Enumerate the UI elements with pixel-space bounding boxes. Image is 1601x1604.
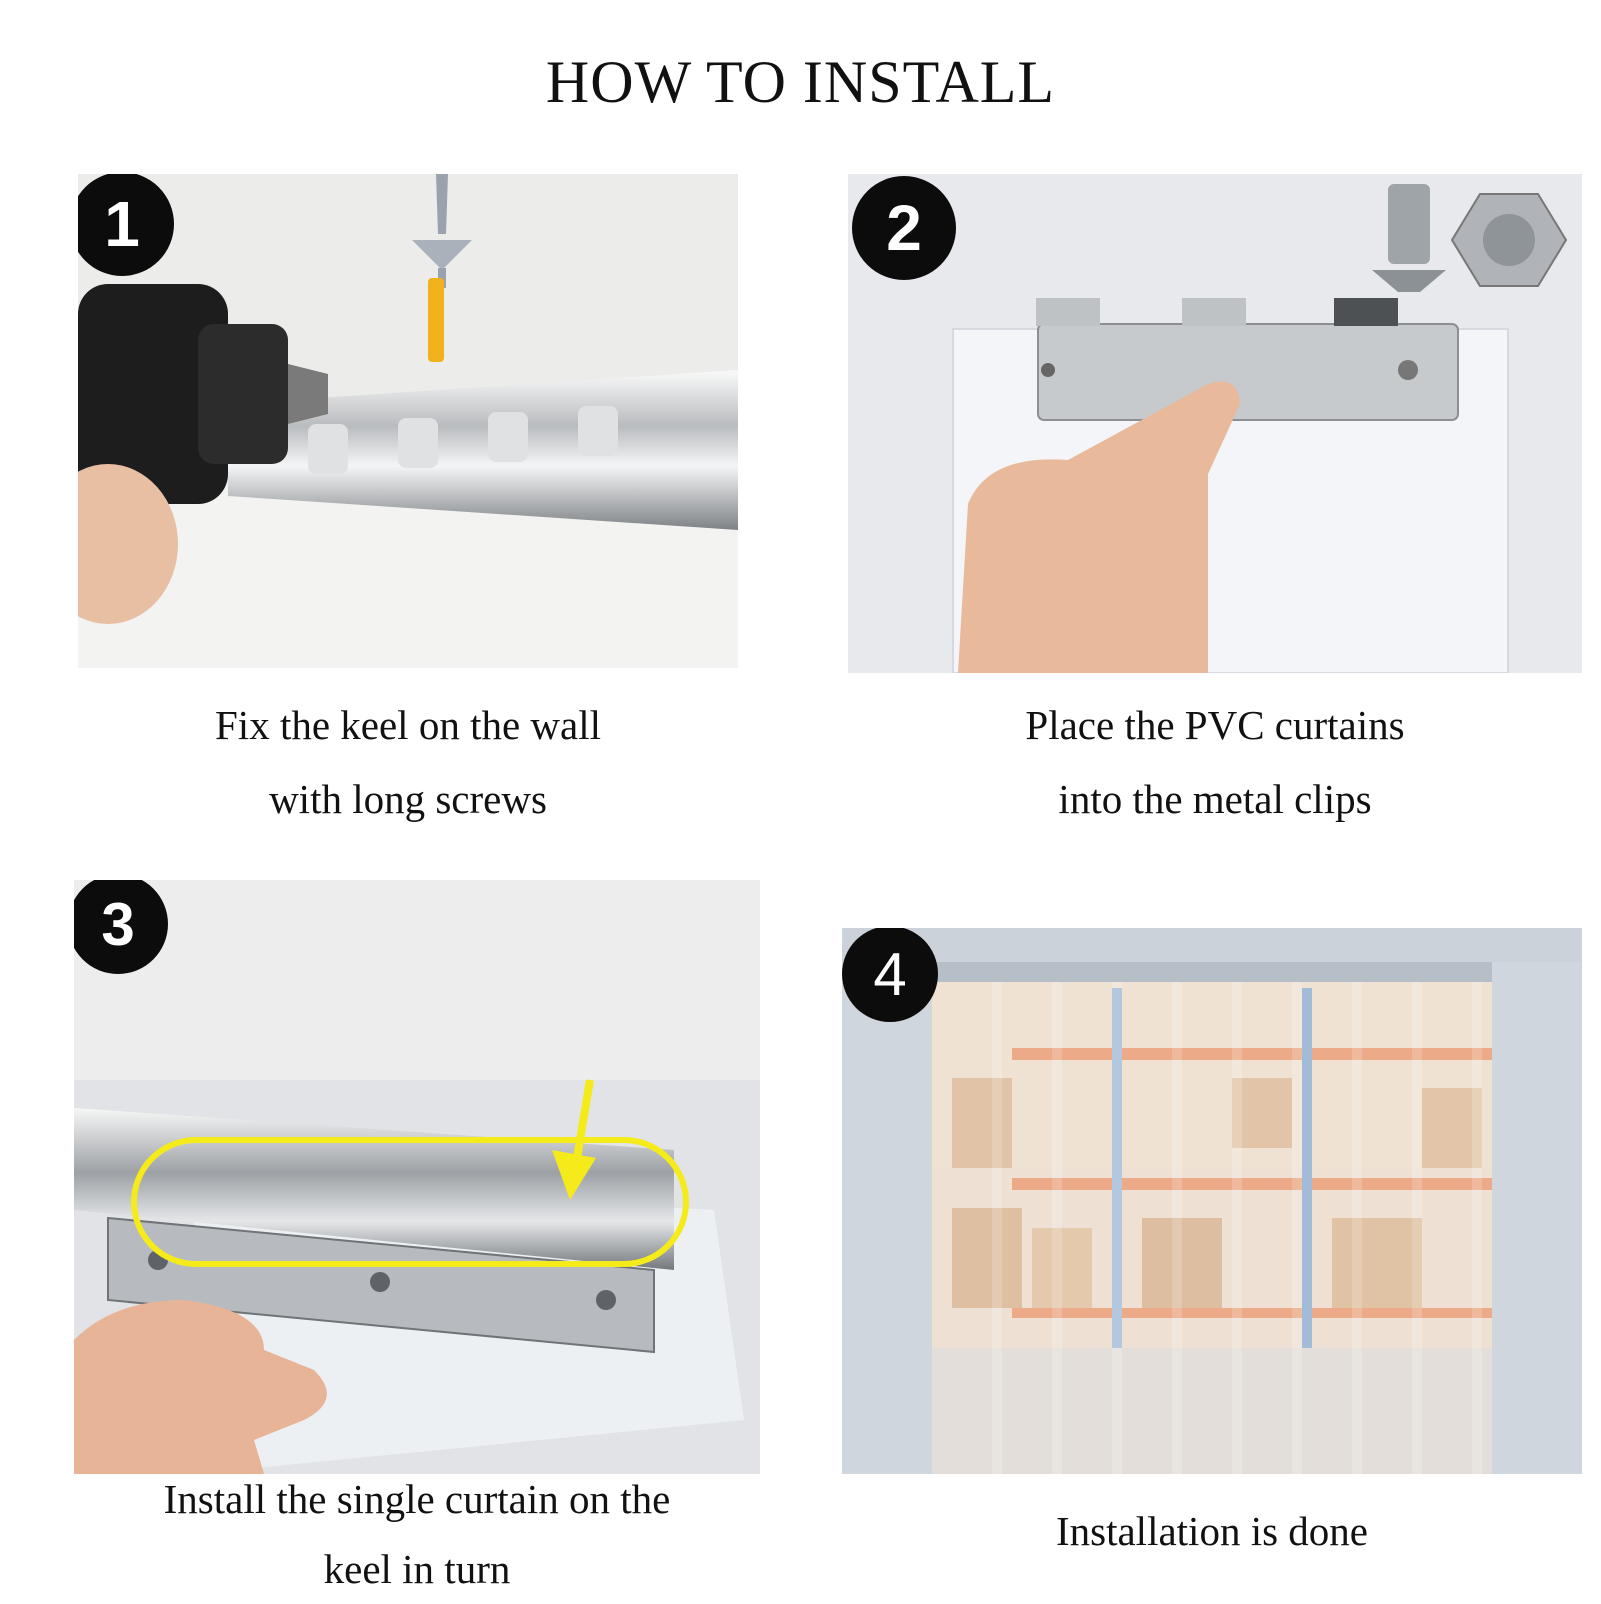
step-4-caption: Installation is done (842, 1494, 1582, 1568)
step-4-caption-line1: Installation is done (1055, 1508, 1368, 1554)
step-1-badge: 1 (78, 174, 174, 276)
step-4-photo: 4 (842, 928, 1582, 1474)
step-3-caption: Install the single curtain on the keel i… (74, 1464, 760, 1604)
step-2-caption-line2: into the metal clips (1058, 776, 1372, 822)
step-3-caption-line2: keel in turn (323, 1546, 511, 1592)
step-4-badge: 4 (842, 928, 938, 1022)
step-3-photo: 3 (74, 880, 760, 1474)
step-3-caption-line1: Install the single curtain on the (163, 1476, 671, 1522)
step-1-caption: Fix the keel on the wall with long screw… (78, 688, 738, 836)
page-title: HOW TO INSTALL (545, 49, 1056, 115)
step-2-caption: Place the PVC curtains into the metal cl… (848, 688, 1582, 836)
step-2-caption-line1: Place the PVC curtains (1025, 702, 1405, 748)
step-3-badge: 3 (74, 880, 168, 974)
step-1-caption-line2: with long screws (269, 776, 547, 822)
step-2-badge: 2 (852, 176, 956, 280)
step-1-caption-line1: Fix the keel on the wall (215, 702, 601, 748)
step-1-photo: 1 (78, 174, 738, 668)
step-2-photo: 2 (848, 174, 1582, 673)
